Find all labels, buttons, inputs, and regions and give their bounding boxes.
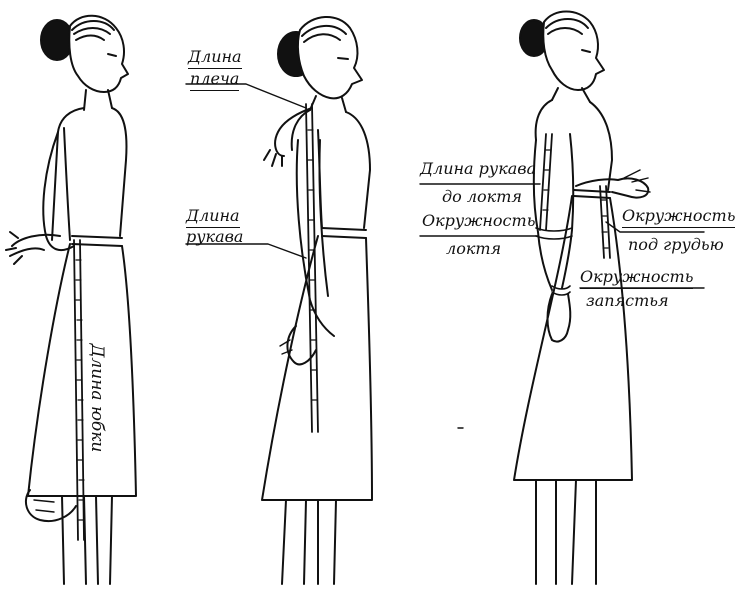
label-shoulder-length-2: плеча: [190, 70, 239, 91]
leader-lines: [186, 84, 704, 288]
label-sleeve-length-2: рукава: [186, 228, 243, 246]
label-elbow-circumference-2: локтя: [446, 240, 501, 258]
label-skirt-length: Длина юбки: [87, 343, 107, 453]
label-wrist-circumference-2: запястья: [586, 292, 669, 310]
label-wrist-circumference-1: Окружность: [580, 268, 693, 289]
label-underbust-circumference-2: под грудью: [628, 236, 724, 254]
label-sleeve-length-1: Длина: [186, 207, 240, 228]
label-underbust-circumference-1: Окружность: [622, 207, 735, 228]
label-sleeve-to-elbow-2: до локтя: [442, 188, 522, 206]
label-shoulder-length-1: Длина: [188, 48, 242, 69]
label-sleeve-to-elbow-1: Длина рукава: [420, 160, 536, 178]
label-elbow-circumference-1: Окружность: [422, 212, 535, 230]
figure-sleeve-length: [262, 17, 372, 584]
figure-skirt-length: [6, 16, 136, 584]
